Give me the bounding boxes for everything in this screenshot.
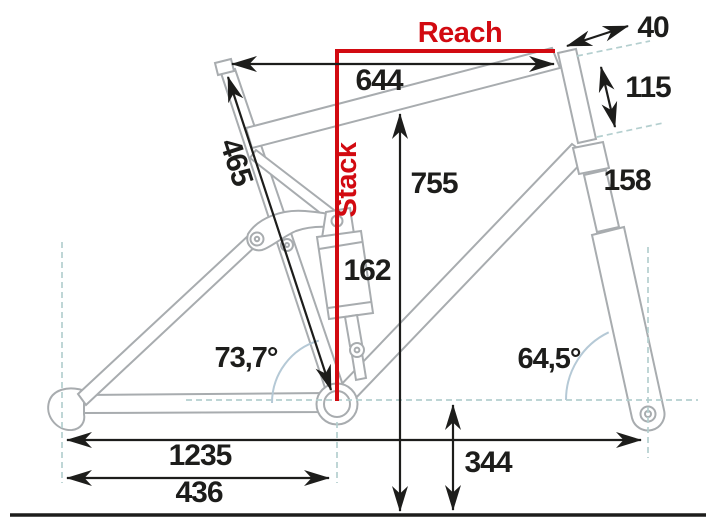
- dim-1235-label: 1235: [169, 439, 232, 472]
- fork-crown: [571, 140, 611, 176]
- rear-dropout: [47, 387, 90, 432]
- dimension-labels: Reach Stack 644 40 115 158 755 465 162 7…: [169, 11, 672, 509]
- saddle-clamp: [213, 57, 236, 77]
- dim-162-label: 162: [343, 254, 390, 287]
- reach-label: Reach: [418, 17, 503, 49]
- fork-lower-leg: [590, 225, 666, 432]
- guide-head-tube-top-extension: [576, 40, 651, 57]
- stack-label: Stack: [331, 141, 363, 217]
- dim-755-label: 755: [410, 167, 457, 200]
- dim-115-arrow: [598, 66, 618, 128]
- dim-644-label: 644: [355, 64, 403, 97]
- dim-344-label: 344: [464, 446, 512, 479]
- shock-shaft: [343, 313, 364, 348]
- rocker-pivot-mid-hole: [284, 242, 290, 248]
- reach-stack-lines: [335, 49, 555, 401]
- head-tube: [556, 47, 598, 145]
- dim-436-label: 436: [175, 476, 222, 509]
- guide-head-tube-bottom-extension: [596, 122, 664, 138]
- shock-lower-eyelet-hole: [353, 346, 361, 354]
- seatstay: [76, 232, 261, 407]
- angle-seat-label: 73,7°: [214, 342, 277, 374]
- chainstay: [83, 391, 330, 415]
- dim-115-label: 115: [625, 71, 671, 104]
- dim-158-label: 158: [603, 164, 650, 197]
- fork-stanchion: [582, 168, 621, 234]
- rocker-pivot-front-hole: [253, 235, 261, 243]
- dimension-arrows: [66, 24, 642, 512]
- dim-40-arrow: [566, 24, 629, 48]
- dim-40-label: 40: [637, 11, 669, 44]
- head-angle-arc: [565, 331, 610, 401]
- angle-head-label: 64,5°: [517, 343, 580, 375]
- dim-465-arrow: [226, 76, 333, 391]
